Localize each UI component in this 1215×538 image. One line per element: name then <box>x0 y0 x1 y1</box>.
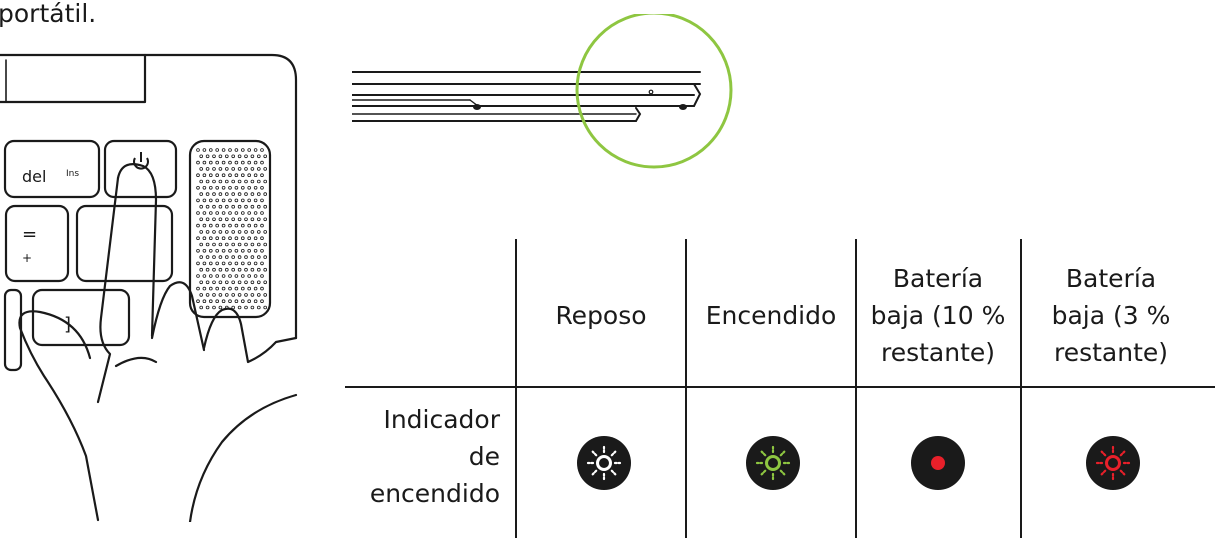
laptop-side-view-illustration <box>352 14 733 169</box>
table-divider <box>855 239 857 538</box>
light-glow-icon <box>577 436 631 490</box>
table-header-divider <box>345 386 1215 388</box>
key-label-bracket: ] <box>64 314 71 335</box>
light-glow-icon <box>746 436 800 490</box>
light-glow-icon <box>1086 436 1140 490</box>
key-label-plus: + <box>22 251 32 265</box>
power-icon <box>133 152 149 170</box>
column-header-bateria-3: Batería baja (3 % restante) <box>1051 264 1171 367</box>
column-header-reposo: Reposo <box>555 301 647 330</box>
row-header-indicador: Indicador de encendido <box>369 405 500 508</box>
column-header-encendido: Encendido <box>705 301 837 330</box>
key-label-equals: = <box>22 224 37 245</box>
table-divider <box>685 239 687 538</box>
key-label-ins: Ins <box>66 169 79 179</box>
keyboard-power-button-illustration: del Ins = + ] <box>0 53 298 522</box>
table-divider <box>1020 239 1022 538</box>
column-header-bateria-10: Batería baja (10 % restante) <box>870 264 1006 367</box>
intro-text: portátil. <box>0 0 97 28</box>
solid-dot-icon <box>911 436 965 490</box>
key-label-del: del <box>22 167 46 186</box>
table-divider <box>515 239 517 538</box>
highlight-circle <box>575 14 733 169</box>
